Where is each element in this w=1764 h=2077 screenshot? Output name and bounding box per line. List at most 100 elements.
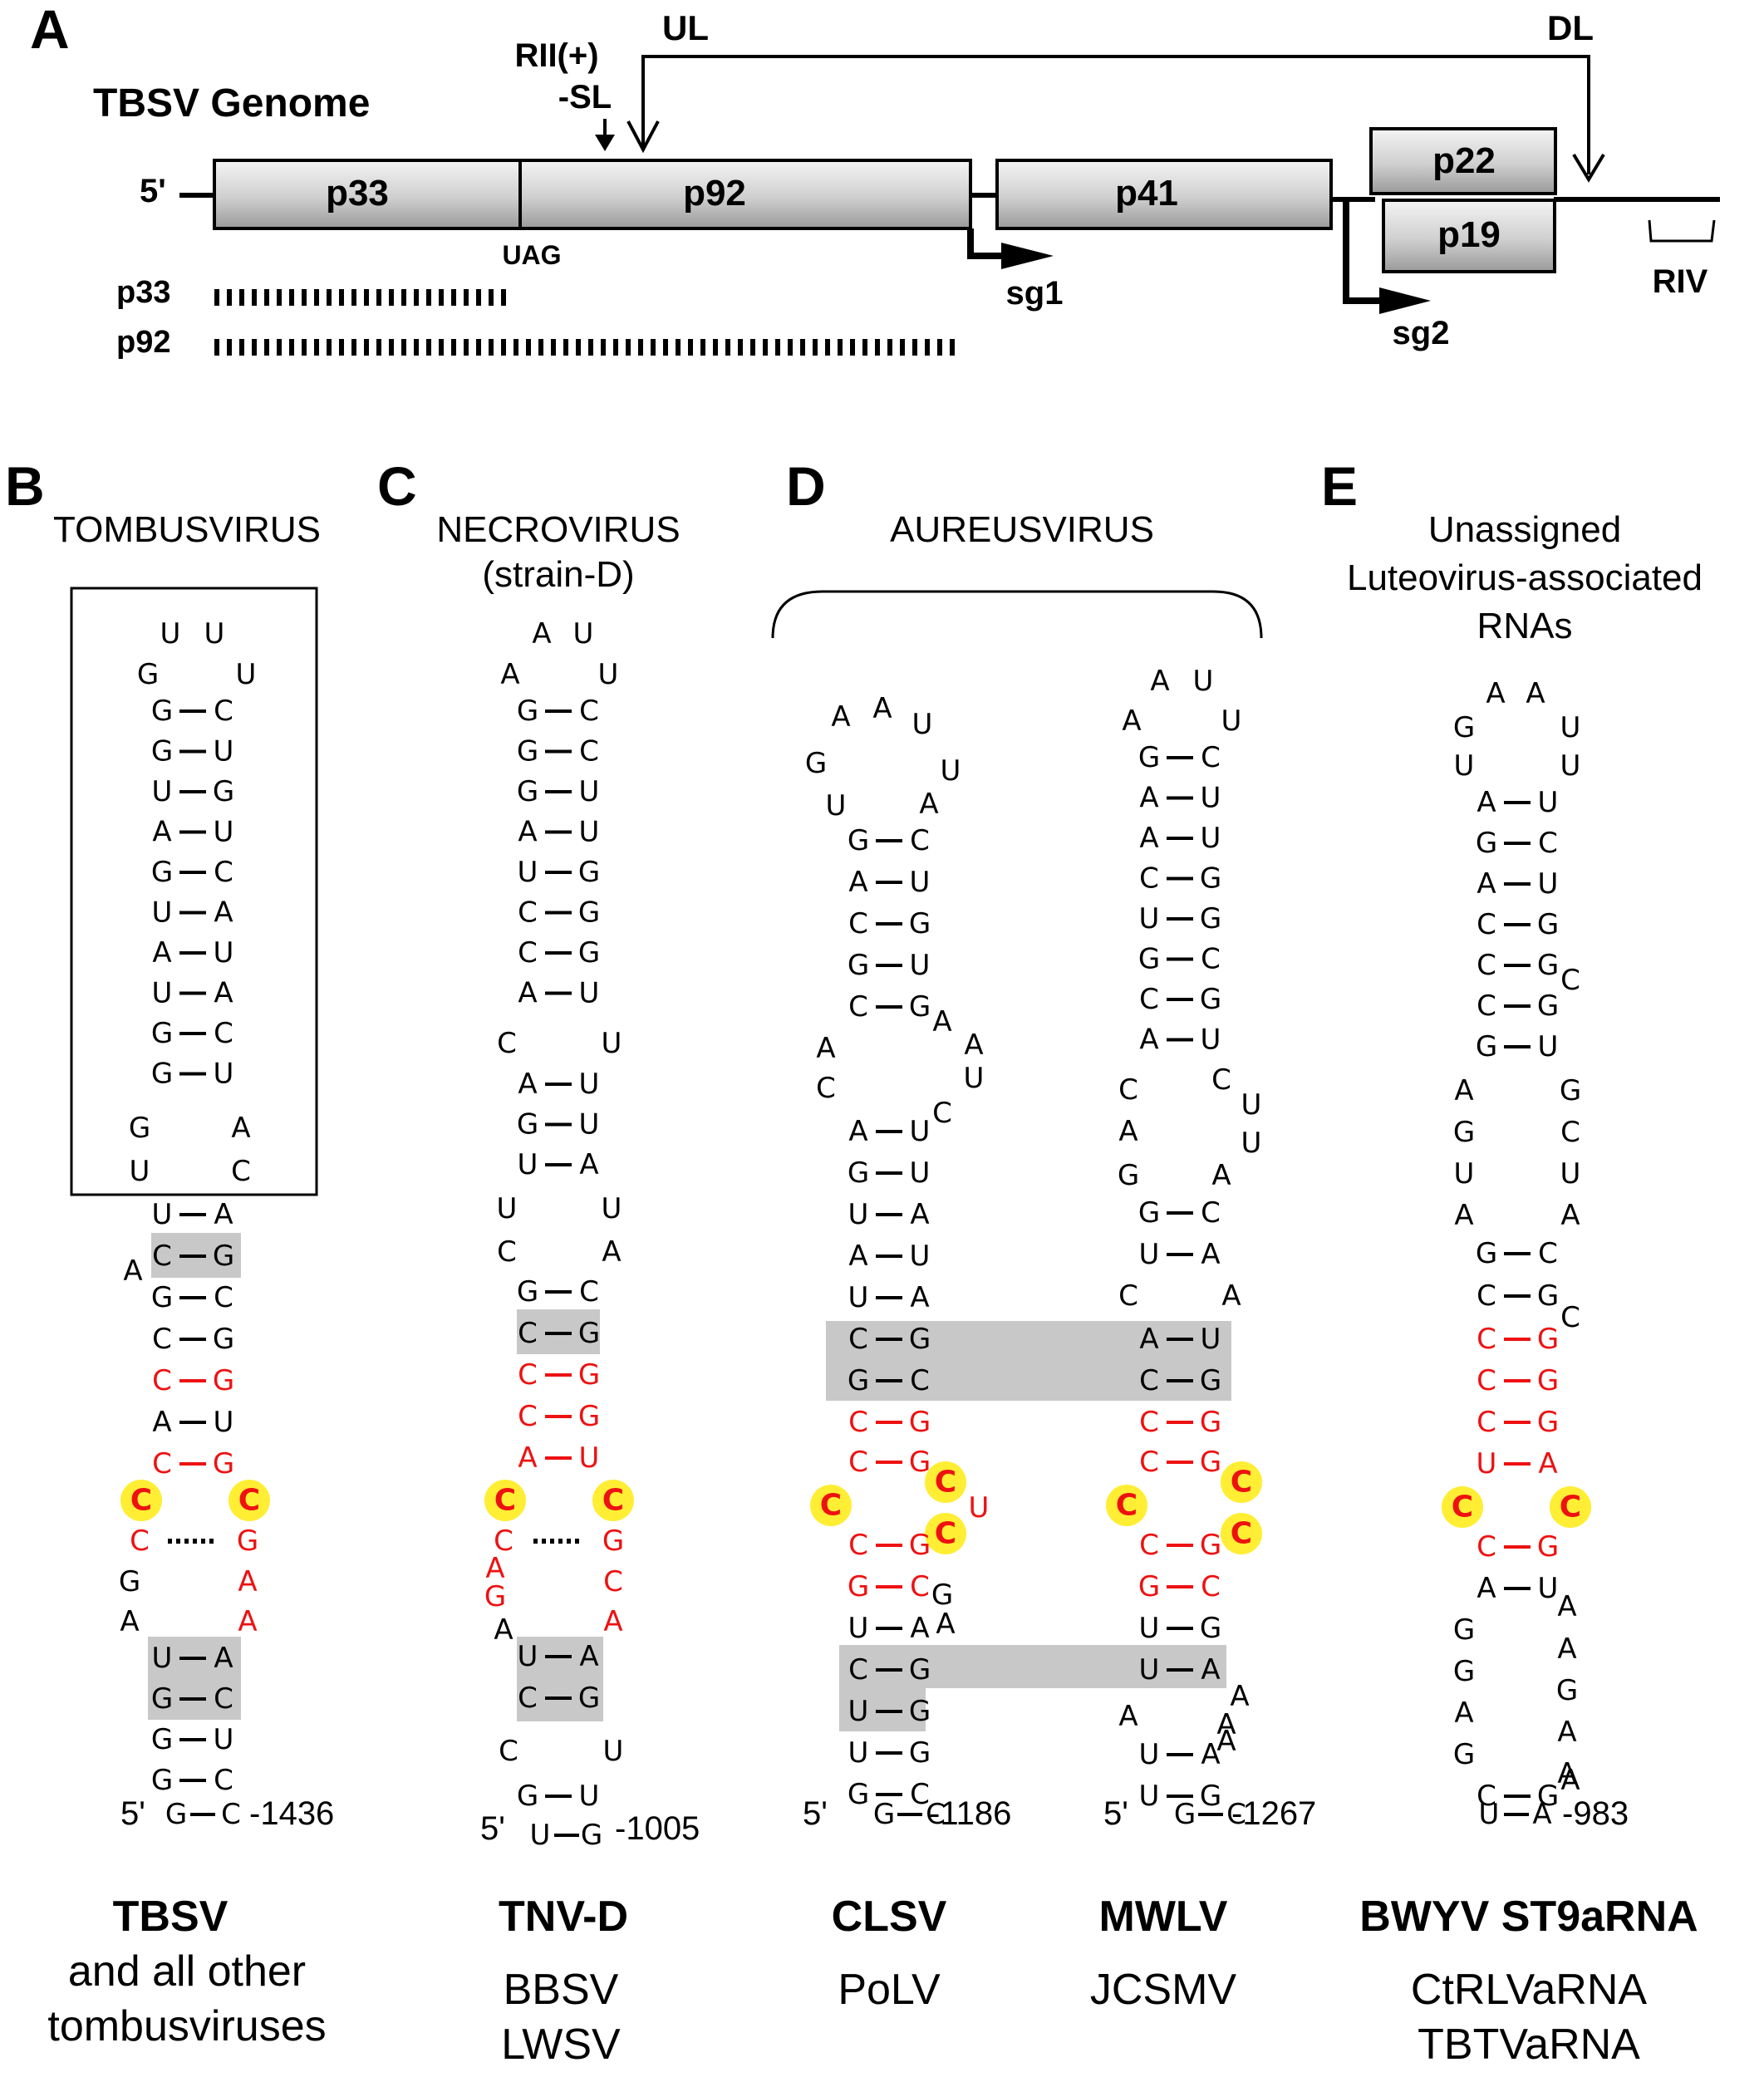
virus-e-other-2: TBTVaRNA [1418, 2021, 1640, 2069]
d2-five-prime: 5' [1103, 1795, 1128, 1832]
base-pair-right: G [578, 896, 600, 930]
c-end-number: -1005 [615, 1810, 700, 1847]
base-pair-left: G [151, 695, 173, 728]
base-pair-right: G [213, 1447, 234, 1480]
virus-d2-name: MWLV [1099, 1893, 1228, 1941]
base-pair-left: C [1477, 908, 1496, 941]
base-pair-right: U [214, 735, 234, 768]
base-pair-right: G [909, 1323, 931, 1356]
base-pair-right: C [910, 1570, 930, 1603]
base-pair-left: U [152, 896, 173, 930]
circled-c-icon [1221, 1513, 1262, 1554]
base-pair-left: C [1139, 862, 1159, 896]
base-pair-right: U [579, 1780, 600, 1813]
nucleotide: U [1221, 705, 1242, 738]
nucleotide: C [497, 1027, 517, 1060]
nucleotide: U [964, 1062, 985, 1095]
nucleotide: A [831, 700, 850, 734]
nucleotide: U [236, 658, 257, 691]
base-pair-left: G [517, 1275, 538, 1309]
base-pair-right: C [214, 1764, 233, 1797]
base-pair-left: U [152, 977, 173, 1010]
base-pair-left: C [518, 1682, 538, 1715]
base-pair-left: G [517, 1780, 538, 1813]
nucleotide: C [816, 1072, 836, 1105]
base-pair-left: C [518, 1358, 538, 1392]
nucleotide: C [497, 1235, 517, 1269]
circled-nucleotide: C [935, 1466, 956, 1500]
nucleotide: A [1216, 1708, 1236, 1741]
nucleotide: U [969, 1491, 990, 1525]
nucleotide: A [120, 1605, 139, 1638]
base-pair-left: A [518, 1441, 537, 1475]
base-pair-left: A [848, 1240, 867, 1273]
base-pair-left: A [848, 866, 867, 899]
nucleotide: G [1556, 1674, 1578, 1707]
nucleotide: C [130, 1525, 150, 1558]
panel-label-c: C [377, 455, 417, 517]
nucleotide: U [573, 617, 594, 651]
base-pair-right: U [910, 1240, 931, 1273]
base-pair-right: G [1537, 1279, 1559, 1313]
nucleotide: A [816, 1032, 835, 1065]
base-pair-right: U [1538, 1030, 1559, 1063]
base-pair-left: C [1477, 989, 1496, 1023]
nucleotide: C [926, 1798, 946, 1831]
base-pair-left: C [848, 1653, 868, 1687]
base-pair-right: A [1201, 1653, 1220, 1687]
base-pair-right: G [1200, 902, 1221, 935]
base-pair-right: C [910, 1778, 930, 1811]
nucleotide: G [1453, 1738, 1475, 1771]
nucleotide: U [1454, 1157, 1475, 1191]
nucleotide: C [1560, 1301, 1580, 1334]
base-pair-right: G [909, 1695, 931, 1728]
nucleotide: A [485, 1552, 504, 1585]
aureusvirus-brace-icon [771, 590, 1263, 639]
nucleotide: A [1454, 1696, 1473, 1730]
rii-label-line2: -SL [558, 79, 612, 115]
orf-p22-label: p22 [1432, 140, 1496, 181]
panel-label-d: D [786, 455, 826, 517]
nucleotide: G [165, 1798, 187, 1831]
base-pair-left: C [1477, 1406, 1496, 1439]
base-pair-right: C [579, 695, 599, 728]
orf-p22-box [1369, 127, 1557, 195]
base-pair-left: U [1139, 1738, 1160, 1771]
base-pair-right: U [910, 866, 931, 899]
circled-nucleotide: C [820, 1489, 842, 1523]
base-pair-left: G [151, 1723, 173, 1756]
base-pair-right: U [579, 1441, 600, 1475]
b-five-prime: 5' [120, 1795, 145, 1832]
base-pair-right: U [579, 1108, 600, 1142]
nucleotide: U [1454, 749, 1475, 783]
base-pair-left: A [518, 977, 537, 1010]
base-pair-left: U [518, 1640, 538, 1673]
circled-c-icon [1550, 1486, 1591, 1528]
base-pair-left: A [1477, 786, 1496, 819]
base-pair-right: C [214, 1682, 233, 1716]
circled-c-icon [592, 1480, 634, 1521]
nucleotide: U [603, 1735, 624, 1768]
nucleotide: A [1230, 1680, 1249, 1713]
base-pair-right: G [578, 1317, 600, 1350]
base-pair-left: A [1477, 867, 1496, 901]
base-pair-left: G [1476, 1237, 1497, 1270]
base-pair-left: G [1138, 943, 1160, 976]
nucleotide: G [1560, 1074, 1581, 1107]
base-pair-left: U [1139, 1238, 1160, 1271]
ul-label: UL [662, 8, 709, 47]
orf-p19-label: p19 [1437, 214, 1501, 255]
circled-c-icon [228, 1480, 270, 1521]
nucleotide: A [1454, 1199, 1473, 1232]
nucleotide: A [500, 658, 519, 691]
nucleotide: A [494, 1613, 513, 1647]
circled-nucleotide: C [1452, 1490, 1473, 1525]
nucleotide: G [602, 1525, 624, 1558]
nucleotide: C [231, 1155, 251, 1188]
base-pair-right: G [909, 1529, 931, 1562]
base-pair-right: C [214, 856, 233, 889]
base-pair-left: A [1139, 1323, 1158, 1356]
rii-arrow-icon [595, 119, 615, 151]
base-pair-right: A [910, 1198, 929, 1231]
base-pair-right: U [1201, 1024, 1221, 1057]
